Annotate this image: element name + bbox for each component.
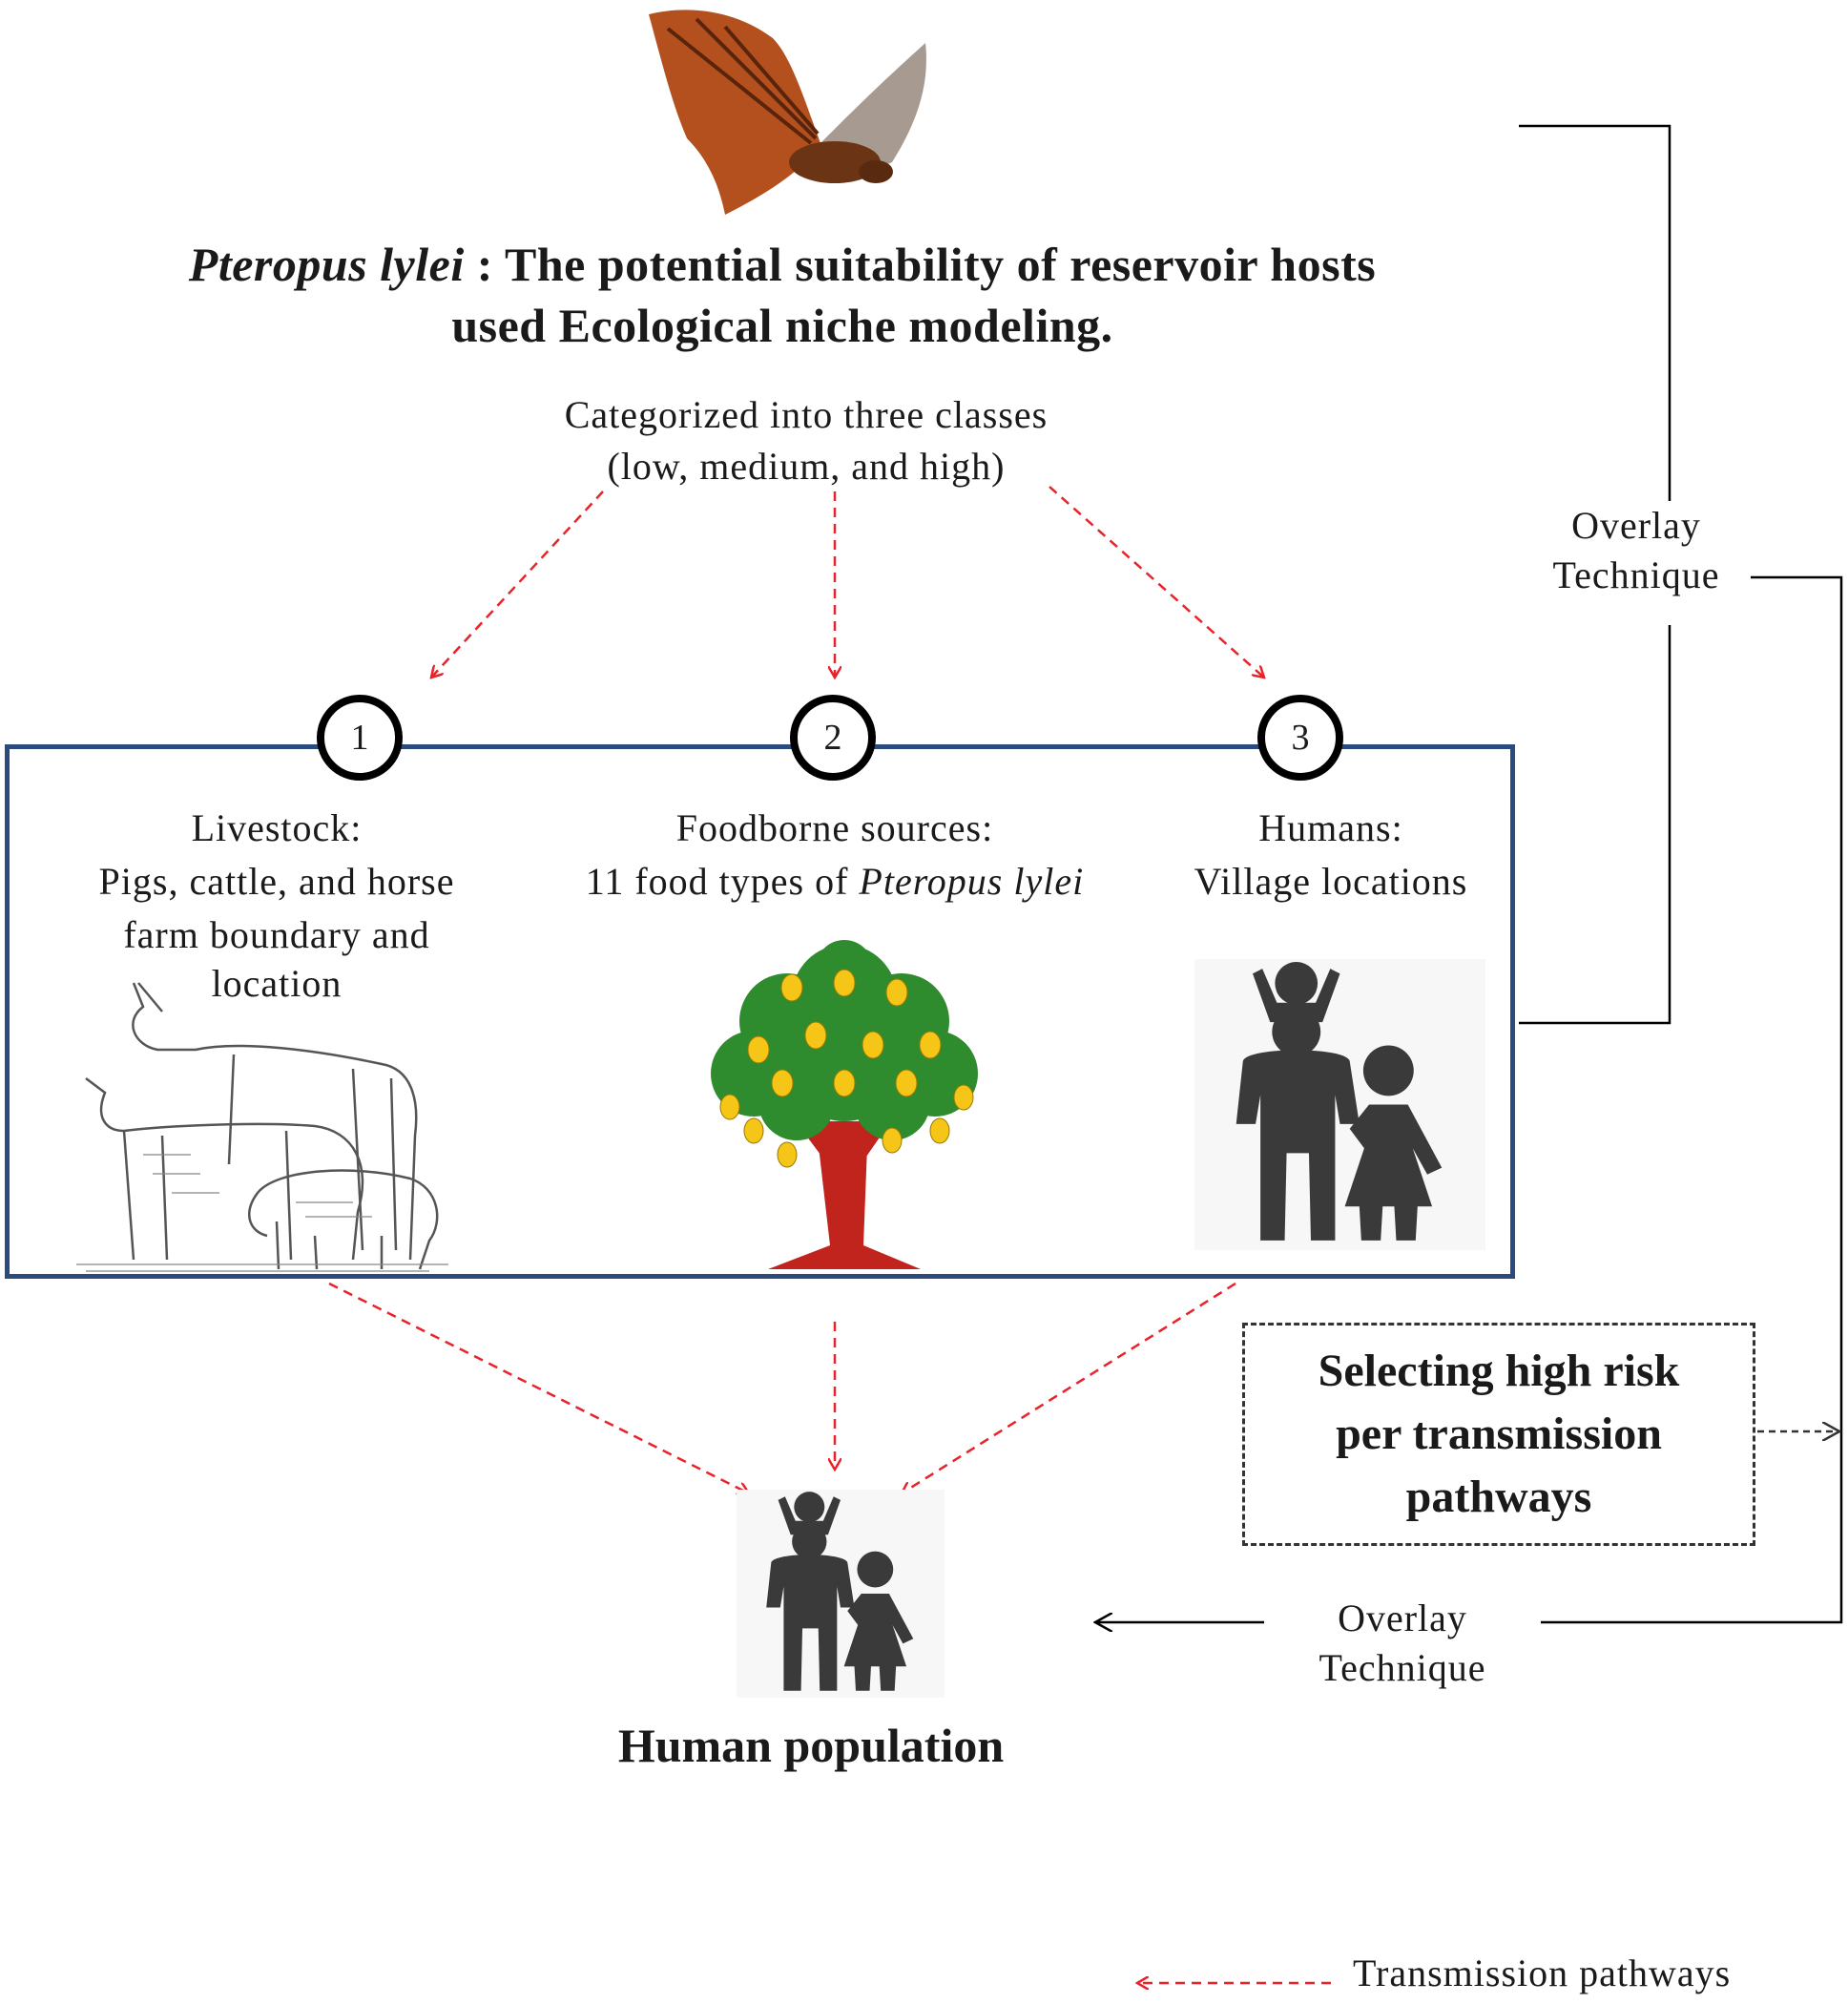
mango-tree-icon [711, 940, 978, 1269]
arrow-humans-to-population [902, 1282, 1236, 1493]
title-line2: used Ecological niche modeling. [451, 299, 1113, 352]
livestock-label: Livestock: [191, 806, 363, 849]
humans-line2: Village locations [1194, 860, 1468, 903]
livestock-line4: location [211, 962, 343, 1005]
overlay-technique-bottom: Overlay Technique [1269, 1594, 1536, 1693]
humans-label: Humans: [1258, 806, 1403, 849]
foodborne-species: Pteropus lylei [859, 860, 1085, 903]
selecting-line2: per transmission [1336, 1409, 1662, 1459]
pathway-arrows-top [431, 486, 1264, 678]
title-line1: The potential suitability of reservoir h… [504, 238, 1377, 291]
selecting-high-risk-box: Selecting high risk per transmission pat… [1242, 1323, 1755, 1546]
category-humans: Humans: Village locations [1154, 802, 1507, 908]
category-livestock: Livestock: Pigs, cattle, and horse farm … [38, 802, 515, 1006]
categorization-line2: (low, medium, and high) [607, 445, 1006, 488]
pathway-arrows-bottom [328, 1282, 1236, 1493]
species-name: Pteropus lylei [188, 238, 465, 291]
categorization-line1: Categorized into three classes [564, 393, 1049, 436]
categorization-text: Categorized into three classes (low, med… [477, 389, 1135, 492]
category-foodborne: Foodborne sources: 11 food types of Pter… [520, 802, 1150, 908]
overlay-bracket-top [1519, 124, 1672, 1025]
diagram-title: Pteropus lylei : The potential suitabili… [114, 234, 1450, 356]
human-population-icon [737, 1490, 945, 1698]
exposure-box [5, 744, 1515, 1279]
circle-1: 1 [317, 695, 403, 781]
arrow-to-humans [1049, 486, 1264, 678]
overlay-bottom-line2: Technique [1319, 1646, 1486, 1689]
livestock-line2: Pigs, cattle, and horse [98, 860, 455, 903]
arrow-livestock-to-population [328, 1282, 749, 1493]
overlay-technique-top: Overlay Technique [1522, 501, 1751, 600]
livestock-line3: farm boundary and [123, 913, 430, 956]
foodborne-label: Foodborne sources: [675, 806, 994, 849]
selecting-line1: Selecting high risk [1318, 1346, 1680, 1396]
selecting-line3: pathways [1405, 1472, 1592, 1522]
human-population-label: Human population [617, 1719, 1005, 1772]
circle-2: 2 [790, 695, 876, 781]
bat-icon [649, 10, 926, 216]
overlay-top-line1: Overlay [1571, 504, 1701, 547]
title-separator: : [464, 238, 505, 291]
foodborne-line2: 11 food types of [585, 860, 860, 903]
family-icon [1194, 959, 1485, 1250]
arrow-to-livestock [431, 491, 604, 678]
overlay-top-line2: Technique [1552, 553, 1720, 596]
overlay-bracket-right [1541, 575, 1843, 1624]
livestock-icon [76, 982, 448, 1272]
circle-3: 3 [1257, 695, 1343, 781]
legend-label: Transmission pathways [1353, 1952, 1732, 1994]
overlay-bottom-line1: Overlay [1338, 1597, 1467, 1639]
